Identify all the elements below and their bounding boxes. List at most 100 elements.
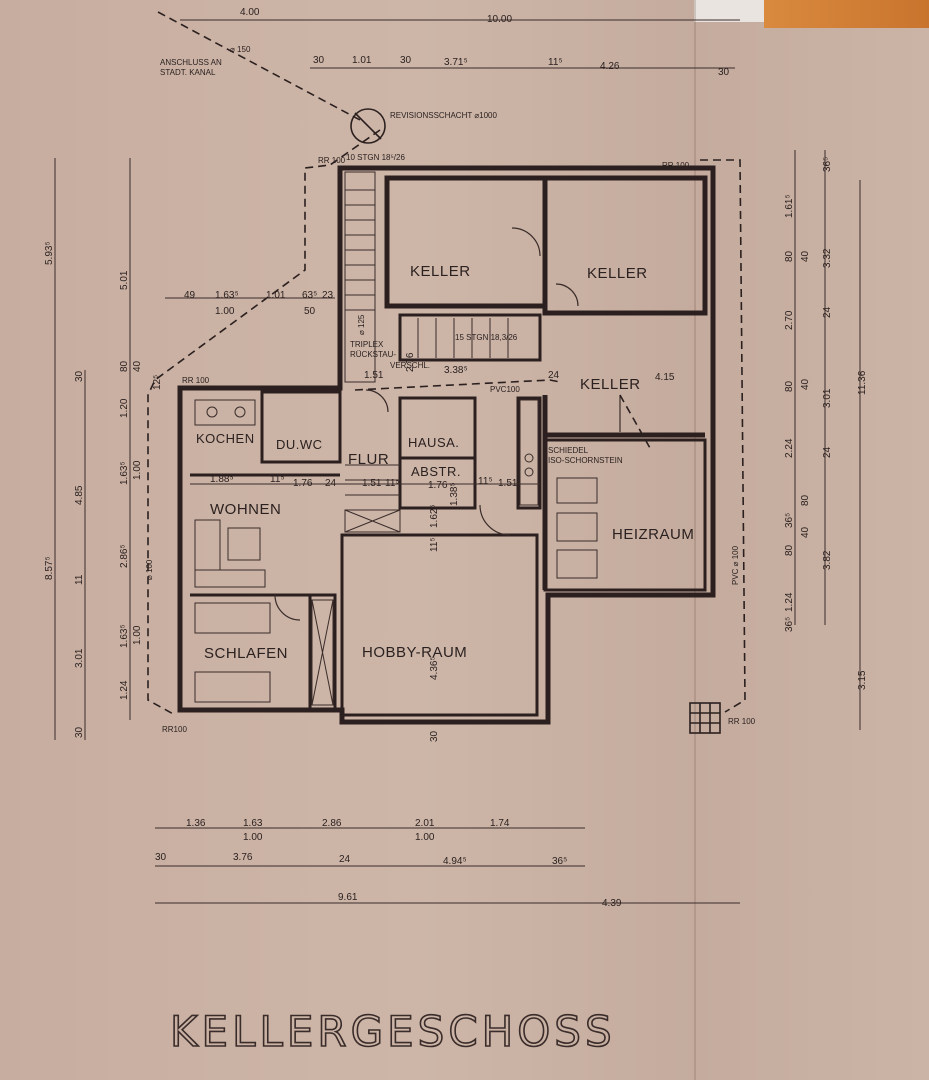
dim-i-5: 11⁵ — [385, 478, 400, 489]
dim-top-5: 3.71⁵ — [444, 57, 468, 68]
door-swings — [274, 227, 621, 621]
note-triplex-1: TRIPLEX — [350, 340, 384, 349]
dim-b1-0: 1.36 — [186, 818, 206, 829]
dim-r-14: 80 — [800, 494, 811, 506]
dim-l-15: 3.01 — [74, 648, 85, 668]
dim-l-6: 12⁵ — [152, 375, 163, 390]
note-d100: ⌀ 100 — [145, 559, 154, 580]
dims-right: 36⁵ 1.61⁵ 80 40 3.32 2.70 24 80 40 3.01 … — [784, 157, 868, 690]
dim-lu-0: 49 — [184, 290, 196, 301]
dim-i-12: 4.15 — [655, 372, 675, 383]
drainage-lines — [147, 11, 746, 716]
dim-top-6: 11⁵ — [548, 57, 563, 68]
dim-b1-4: 1.74 — [490, 818, 510, 829]
dim-l-14: 1.00 — [132, 625, 143, 645]
dim-l-0: 5.93⁵ — [44, 241, 55, 265]
dim-lu-1: 1.63⁵ — [215, 290, 239, 301]
dim-top-2: 30 — [313, 55, 325, 66]
dim-lu-5: 1.00 — [215, 306, 235, 317]
room-keller-3: KELLER — [580, 376, 641, 393]
room-hobby-raum: HOBBY-RAUM — [362, 644, 467, 661]
note-d125: ⌀ 125 — [357, 314, 366, 335]
dim-i-10: 3.38⁵ — [444, 365, 468, 376]
dim-l-16: 1.24 — [119, 680, 130, 700]
dim-lu-6: 50 — [304, 306, 316, 317]
note-revision: REVISIONSSCHACHT ⌀1000 — [390, 111, 497, 120]
note-stgn15: 15 STGN 18,3/26 — [455, 333, 518, 342]
dim-top-7: 4.26 — [600, 61, 620, 72]
dim-i-9: 1.51 — [364, 370, 384, 381]
dim-r-17: 3.82 — [822, 550, 833, 570]
dim-i-4: 1.51 — [362, 478, 382, 489]
dim-r-9: 3.01 — [822, 388, 833, 408]
dim-top-0: 4.00 — [240, 7, 260, 18]
note-rr100-b: RR 100 — [662, 161, 690, 170]
dim-i-7: 11⁵ — [478, 476, 493, 487]
dim-l-9: 4.85 — [74, 485, 85, 505]
walls — [177, 165, 716, 725]
dim-i-0: 1.88⁵ — [210, 474, 234, 485]
dim-l-12: 11 — [74, 574, 85, 585]
dim-r-11: 2.24 — [784, 438, 795, 458]
dim-b1b-1: 1.00 — [415, 832, 435, 843]
room-schlafen: SCHLAFEN — [204, 645, 288, 662]
dim-b2-1: 3.76 — [233, 852, 253, 863]
dim-b2-4: 36⁵ — [552, 856, 567, 867]
note-rr100-c: RR 100 — [182, 376, 210, 385]
dim-l-7: 1.63⁵ — [119, 461, 130, 485]
dim-i-17: 30 — [429, 730, 440, 742]
dim-b1-2: 2.86 — [322, 818, 342, 829]
dim-r-13: 36⁵ — [784, 513, 795, 528]
dims-top: 4.00 10.00 30 1.01 30 3.71⁵ 11⁵ 4.26 30 — [240, 7, 730, 78]
note-triplex-2: RÜCKSTAU- — [350, 350, 396, 359]
dim-lu-3: 63⁵ — [302, 290, 317, 301]
dim-l-8: 1.00 — [132, 460, 143, 480]
room-du-wc: DU.WC — [276, 437, 323, 452]
dim-i-2: 1.76 — [293, 478, 313, 489]
note-rr100-e: RR 100 — [728, 717, 756, 726]
dim-l-5: 1.20 — [119, 398, 130, 418]
note-d150: ⌀ 150 — [230, 45, 251, 54]
dim-r-5: 2.70 — [784, 310, 795, 330]
dim-r-8: 40 — [800, 378, 811, 390]
dim-r-10: 11.36 — [857, 370, 868, 395]
dim-i-8: 1.51 — [498, 478, 518, 489]
dim-r-3: 40 — [800, 250, 811, 262]
dim-b2-3: 4.94⁵ — [443, 856, 467, 867]
dim-b2-2: 24 — [339, 854, 351, 865]
note-triplex-3: VERSCHL. — [390, 361, 430, 370]
dim-top-4: 30 — [400, 55, 412, 66]
note-stgn10: 10 STGN 18⁵/26 — [346, 153, 405, 162]
dim-r-1: 1.61⁵ — [784, 194, 795, 218]
room-flur: FLUR — [348, 451, 389, 468]
dim-b1-1: 1.63 — [243, 818, 263, 829]
dim-r-19: 36⁵ — [784, 617, 795, 632]
room-hausa: HAUSA. — [408, 435, 459, 450]
room-keller-1: KELLER — [410, 263, 471, 280]
dims-bottom: 1.36 1.63 2.86 2.01 1.74 1.00 1.00 30 3.… — [155, 818, 622, 909]
note-rr100-a: RR 100 — [318, 156, 346, 165]
dims-left-upper: 49 1.63⁵ 1.01 63⁵ 23 1.00 50 — [184, 290, 334, 317]
room-kochen: KOCHEN — [196, 431, 255, 446]
room-wohnen: WOHNEN — [210, 501, 281, 518]
dim-i-11: 24 — [548, 370, 560, 381]
stairs — [344, 171, 509, 533]
dim-r-12: 24 — [822, 446, 833, 458]
dims-interior: 1.88⁵ 11⁵ 1.76 24 1.51 11⁵ 1.76 11⁵ 1.51… — [210, 352, 675, 742]
room-abstr: ABSTR. — [411, 464, 461, 479]
note-pvc100-a: PVC100 — [490, 385, 520, 394]
dim-i-15: 1.62⁵ — [429, 504, 440, 528]
furniture — [194, 399, 598, 706]
dim-lu-2: 1.01 — [266, 290, 286, 301]
dim-i-16: 1.38⁵ — [449, 482, 460, 506]
note-schiedel-2: ISO-SCHORNSTEIN — [548, 456, 623, 465]
dim-r-6: 24 — [822, 306, 833, 318]
dimension-lines — [54, 19, 861, 904]
paper-fold — [694, 0, 696, 1080]
note-rr100-d: RR100 — [162, 725, 187, 734]
dim-r-2: 80 — [784, 250, 795, 262]
dim-i-3: 24 — [325, 478, 337, 489]
dim-b1b-0: 1.00 — [243, 832, 263, 843]
dim-l-2: 30 — [74, 370, 85, 382]
